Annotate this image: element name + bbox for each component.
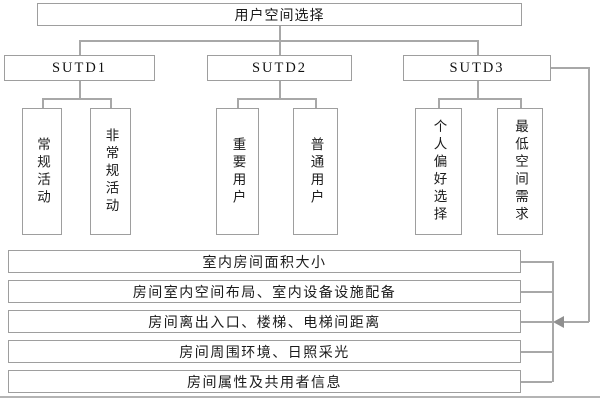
connector-line [438,98,521,100]
connector-line [237,98,316,100]
connector-line [279,40,281,55]
group-label-sutd3: SUTD3 [449,59,505,76]
root-label: 用户空间选择 [234,6,325,23]
connector-line [477,40,479,55]
connector-line [315,98,317,108]
connector-line [79,81,81,98]
connector-line [521,321,552,323]
connector-line [521,261,552,263]
connector-line [477,81,479,98]
connector-line [520,98,522,108]
connector-line [279,26,281,40]
child-label: 重要用户 [230,136,246,207]
connector-line [521,381,552,383]
child-label: 常规活动 [35,136,50,207]
connector-line [42,98,111,100]
child-box-personal-preference: 个人偏好选择 [415,108,462,235]
child-label: 普通用户 [308,136,324,207]
connector-line [279,81,281,98]
attribute-label: 房间周围环境、日照采光 [179,343,350,360]
group-box-sutd1: SUTD1 [4,55,155,81]
attribute-bar-properties-cousers: 房间属性及共用者信息 [8,370,521,393]
attribute-bar-room-area: 室内房间面积大小 [8,250,521,273]
group-label-sutd2: SUTD2 [251,59,308,76]
connector-line [521,351,552,353]
child-label: 非常规活动 [103,127,119,216]
connector-line [110,98,112,108]
bottom-border-line [0,396,600,398]
attribute-label: 房间属性及共用者信息 [187,373,342,390]
child-box-non-regular-activities: 非常规活动 [90,108,131,235]
attribute-bar-distance-entrance-stairs-elevator: 房间离出入口、楼梯、电梯间距离 [8,310,521,333]
group-box-sutd2: SUTD2 [207,55,352,81]
group-box-sutd3: SUTD3 [403,55,551,81]
child-box-important-users: 重要用户 [216,108,259,235]
attribute-label: 房间室内空间布局、室内设备设施配备 [132,283,397,300]
child-box-minimum-space-demand: 最低空间需求 [497,108,543,235]
feedback-line [551,67,589,69]
attribute-label: 房间离出入口、楼梯、电梯间距离 [148,313,381,330]
attribute-label: 室内房间面积大小 [202,253,327,270]
connector-line [42,98,44,108]
child-label: 最低空间需求 [513,119,528,224]
connector-line [237,98,239,108]
attribute-bar-surroundings-daylight: 房间周围环境、日照采光 [8,340,521,363]
root-box-user-space-selection: 用户空间选择 [37,3,522,26]
group-label-sutd1: SUTD1 [51,59,108,76]
feedback-line [588,67,590,322]
child-box-ordinary-users: 普通用户 [293,108,338,235]
connector-line [79,40,478,42]
child-box-regular-activities: 常规活动 [22,108,62,235]
connector-line [438,98,440,108]
attribute-bar-layout-facilities: 房间室内空间布局、室内设备设施配备 [8,280,521,303]
connector-line [521,291,552,293]
arrowhead-left-icon [553,316,564,328]
connector-line [79,40,81,55]
child-label: 个人偏好选择 [431,119,447,224]
feedback-line [563,321,589,323]
bus-line [552,261,554,382]
